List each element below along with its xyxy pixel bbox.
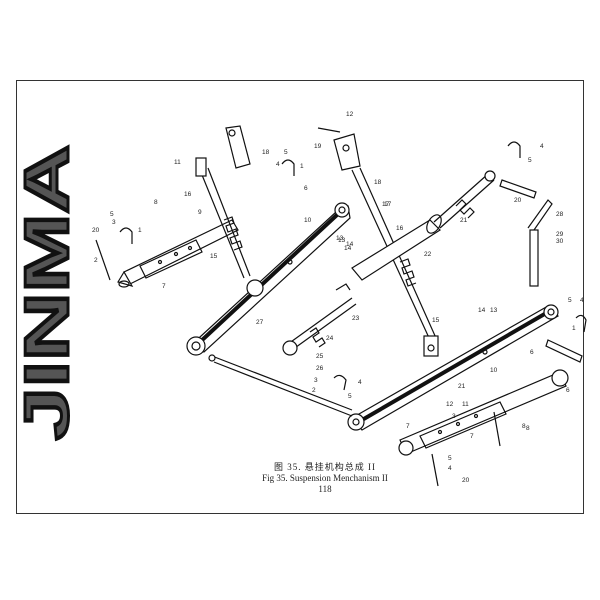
part-number: 1 <box>300 163 304 170</box>
part-number: 13 <box>336 235 344 242</box>
part-number: 7 <box>162 283 166 290</box>
part-number: 29 <box>556 231 564 238</box>
part-number: 10 <box>490 367 498 374</box>
part-number: 4 <box>358 379 362 386</box>
part-number: 21 <box>458 383 466 390</box>
lift-arm-left <box>186 202 351 356</box>
part-number: 15 <box>432 317 440 324</box>
part-number: 4 <box>448 465 452 472</box>
right-turnbuckle <box>398 369 569 487</box>
part-number: 11 <box>462 401 469 408</box>
part-number: 6 <box>566 387 570 394</box>
part-number: 10 <box>304 217 312 224</box>
cross-shaft <box>208 354 353 417</box>
part-number: 24 <box>326 335 334 342</box>
part-number: 7 <box>470 433 474 440</box>
part-number: 8 <box>522 423 526 430</box>
part-number: 22 <box>424 251 432 258</box>
part-number: 16 <box>396 225 404 232</box>
part-number: 26 <box>316 365 324 372</box>
part-number: 27 <box>256 319 264 326</box>
part-number: 20 <box>462 477 470 484</box>
part-number: 6 <box>530 349 534 356</box>
part-number: 5 <box>568 297 572 304</box>
part-number: 15 <box>210 253 218 260</box>
part-number: 17 <box>384 201 392 208</box>
part-number: 20 <box>514 197 522 204</box>
pin-20-upper <box>499 179 537 199</box>
page-frame <box>16 80 584 514</box>
part-number: 30 <box>556 238 564 245</box>
jinma-logo: JINMA <box>12 144 84 442</box>
rod-21 <box>433 170 496 229</box>
part-number: 13 <box>338 237 346 244</box>
part-number: 3 <box>314 377 318 384</box>
lynch-pins <box>119 141 587 391</box>
caption-english: Fig 35. Suspension Menchanism II <box>262 473 388 483</box>
part-number: 1 <box>138 227 142 234</box>
part-number: 2 <box>312 387 316 394</box>
part-number: 28 <box>556 211 564 218</box>
part-number: 3 <box>112 219 116 226</box>
part-number: 25 <box>316 353 324 360</box>
part-number: 8 <box>526 425 530 432</box>
part-number: 7 <box>406 423 410 430</box>
left-lift-rod <box>195 125 251 279</box>
part-number: 20 <box>92 227 100 234</box>
part-number: 8 <box>154 199 158 206</box>
part-number: 5 <box>448 455 452 462</box>
part-number: 21 <box>460 217 468 224</box>
part-number: 17 <box>382 201 390 208</box>
jinma-logo-text: JINMA <box>13 145 82 440</box>
caption-chinese: 图 35. 悬挂机构总成 II <box>274 462 376 472</box>
part-number: 18 <box>262 149 270 156</box>
part-number: 2 <box>94 257 98 264</box>
part-number: 4 <box>580 297 584 304</box>
bracket-28 <box>527 199 553 287</box>
part-number: 6 <box>304 185 308 192</box>
part-number: 4 <box>540 143 544 150</box>
crossbar-22 <box>351 214 442 281</box>
part-number: 14 <box>346 241 354 248</box>
pin-6-right <box>545 339 583 363</box>
part-number: 9 <box>198 209 202 216</box>
part-number: 18 <box>374 179 382 186</box>
part-number-labels: 12 19 18 11 16 5 4 1 6 9 8 5 3 20 1 7 2 … <box>92 111 584 484</box>
part-number: 5 <box>348 393 352 400</box>
part-number: 5 <box>284 149 288 156</box>
part-number: 1 <box>572 325 576 332</box>
part-number: 23 <box>352 315 360 322</box>
part-number: 12 <box>346 111 354 118</box>
part-number: 5 <box>528 157 532 164</box>
part-number: 3 <box>452 413 456 420</box>
part-number: 12 <box>446 401 454 408</box>
part-number: 19 <box>314 143 322 150</box>
left-turnbuckle <box>95 219 239 288</box>
part-number: 16 <box>184 191 192 198</box>
lower-link-arm <box>347 304 559 431</box>
page-number: 118 <box>318 484 332 494</box>
part-number: 14 <box>344 245 352 252</box>
part-number: 14 <box>478 307 486 314</box>
part-number: 13 <box>490 307 498 314</box>
part-number: 5 <box>110 211 114 218</box>
figure-caption: 图 35. 悬挂机构总成 II Fig 35. Suspension Mench… <box>210 462 440 495</box>
leveling-screw <box>282 283 357 356</box>
part-number: 11 <box>174 159 181 166</box>
part-number: 4 <box>276 161 280 168</box>
